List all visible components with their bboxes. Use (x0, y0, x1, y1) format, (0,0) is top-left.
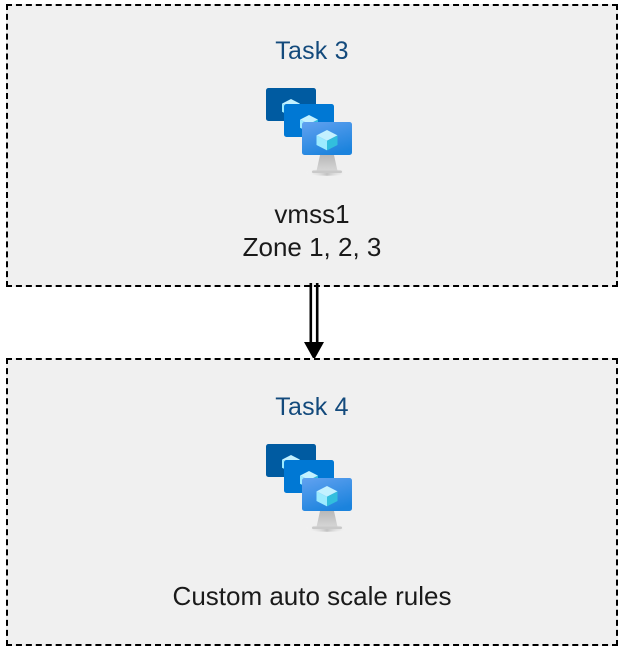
task-4-label: Task 4 (275, 393, 349, 421)
down-arrow-connector (304, 283, 324, 360)
task-box-task-4: Task 4 (6, 358, 618, 646)
vm-scale-set-icon (266, 444, 352, 532)
task-box-task-3: Task 3 (6, 4, 618, 287)
task-3-caption: vmss1 Zone 1, 2, 3 (243, 198, 382, 265)
caption-line: vmss1 (274, 199, 350, 229)
caption-line: Custom auto scale rules (172, 581, 452, 611)
task-4-caption: Custom auto scale rules (173, 580, 452, 613)
task-3-label: Task 3 (275, 37, 349, 65)
caption-line: Zone 1, 2, 3 (242, 232, 382, 263)
vm-scale-set-icon (266, 88, 352, 176)
